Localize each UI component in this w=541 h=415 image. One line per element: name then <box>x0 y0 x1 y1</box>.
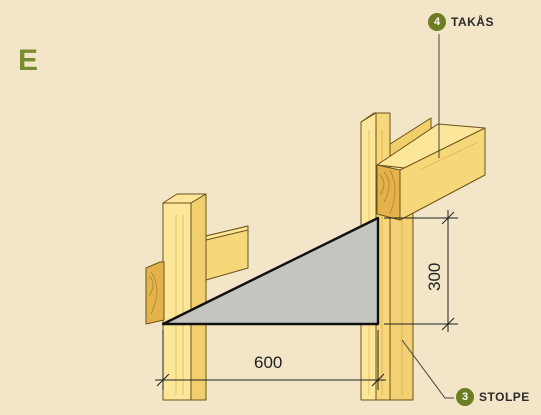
dimension-horizontal <box>155 330 386 390</box>
diagonal-brace <box>161 216 380 326</box>
callout-takas: 4 TAKÅS <box>428 13 494 31</box>
callout-number-badge: 3 <box>456 388 474 406</box>
side-beam-left <box>205 225 249 281</box>
leader-lines <box>401 34 454 399</box>
post-right-rear <box>389 207 414 401</box>
dimension-horizontal-label: 600 <box>254 353 282 372</box>
roof-beam-takas <box>376 123 486 221</box>
callout-label: STOLPE <box>479 390 530 404</box>
dimension-vertical <box>384 210 458 332</box>
dimension-vertical-label: 300 <box>425 263 444 291</box>
callout-label: TAKÅS <box>451 15 494 29</box>
callout-number-badge: 4 <box>428 13 446 31</box>
side-beam-left-end <box>145 261 165 325</box>
callout-stolpe: 3 STOLPE <box>456 388 530 406</box>
step-label: E <box>18 44 39 77</box>
post-left <box>162 193 207 401</box>
